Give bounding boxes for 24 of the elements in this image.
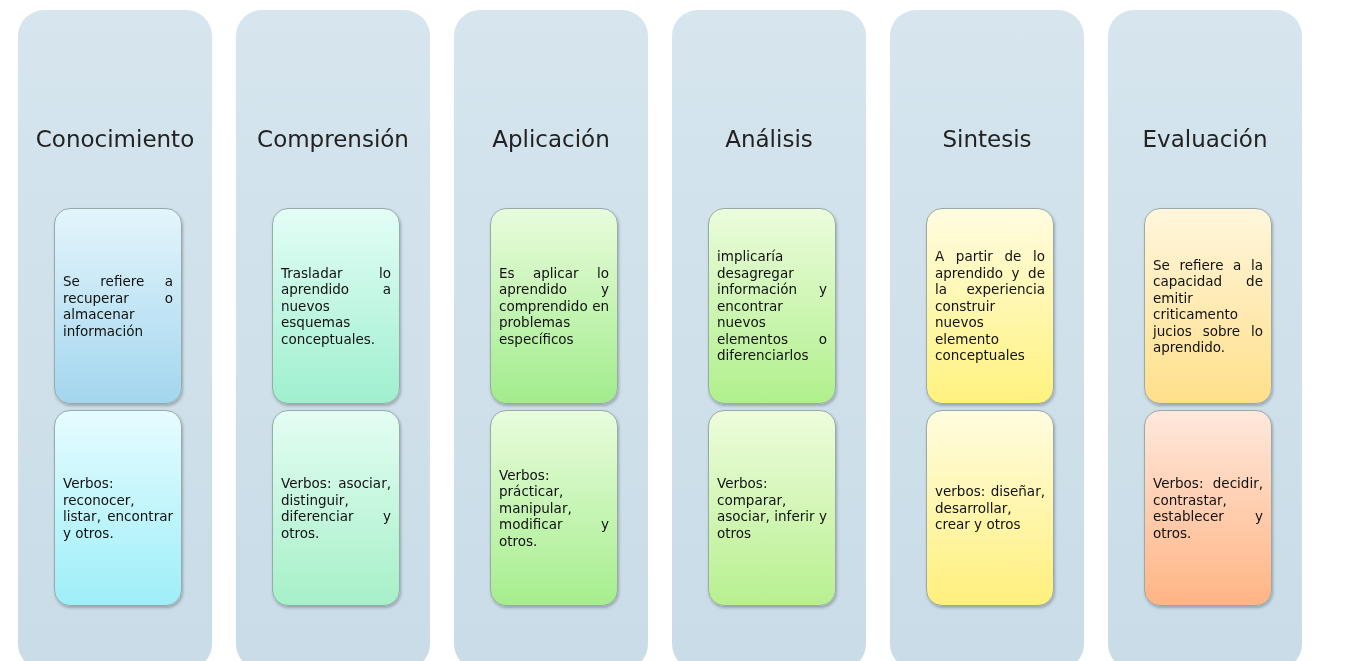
column-title: Conocimiento (34, 126, 196, 152)
category-column (236, 10, 430, 661)
text-card: Verbos: prácticar, manipular, modificar y otros. (490, 410, 618, 606)
text-card: implicaría desagregar información y encontrar nuevos elementos o diferenciarlos (708, 208, 836, 404)
text-card: Se refiere a recuperar o almacenar información (54, 208, 182, 404)
text-card: Verbos: reconocer, listar, encontrar y otros. (54, 410, 182, 606)
category-column (890, 10, 1084, 661)
text-card: Verbos: comparar, asociar, inferir y otros (708, 410, 836, 606)
category-column (672, 10, 866, 661)
text-card: Se refiere a la capacidad de emitir criticamento jucios sobre lo aprendido. (1144, 208, 1272, 404)
column-title: Comprensión (256, 126, 410, 152)
column-title: Análisis (724, 126, 814, 152)
text-card: A partir de lo aprendido y de la experiencia construir nuevos elemento conceptuales (926, 208, 1054, 404)
category-column (1108, 10, 1302, 661)
text-card: Verbos: decidir, contrastar, establecer y otros. (1144, 410, 1272, 606)
category-column (18, 10, 212, 661)
text-card: Trasladar lo aprendido a nuevos esquemas conceptuales. (272, 208, 400, 404)
text-card: verbos: diseñar, desarrollar, crear y otros (926, 410, 1054, 606)
column-title: Sintesis (941, 126, 1033, 152)
text-card: Verbos: asociar, distinguir, diferenciar y otros. (272, 410, 400, 606)
category-column (454, 10, 648, 661)
column-title: Aplicación (491, 126, 611, 152)
column-title: Evaluación (1141, 126, 1269, 152)
text-card: Es aplicar lo aprendido y comprendido en problemas específicos (490, 208, 618, 404)
